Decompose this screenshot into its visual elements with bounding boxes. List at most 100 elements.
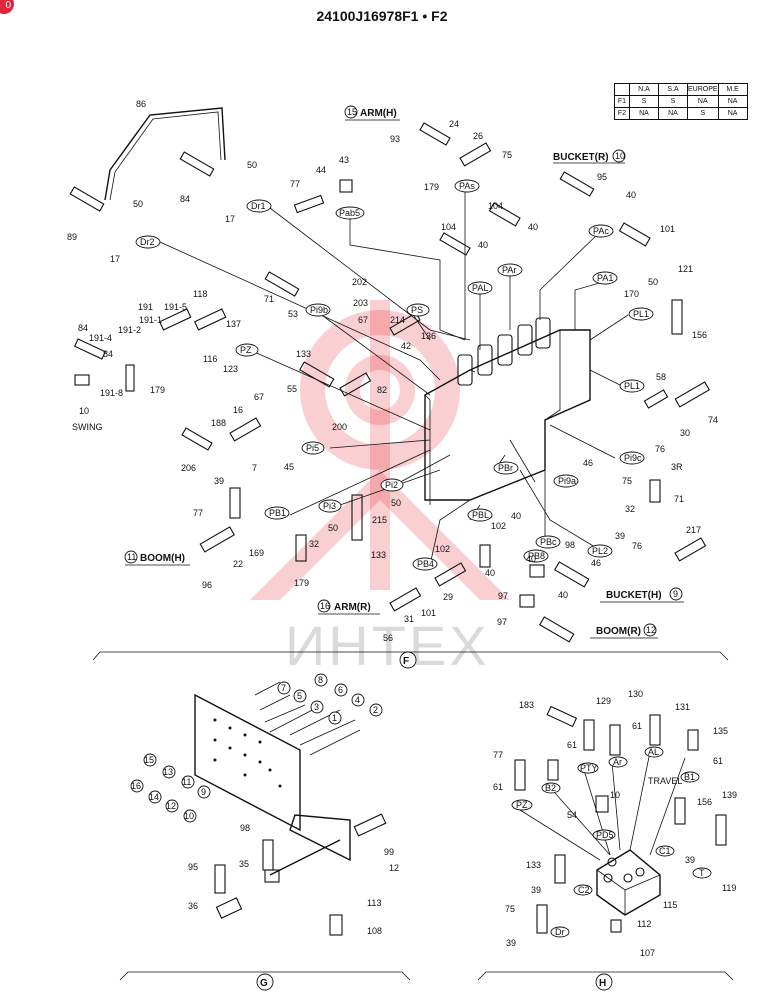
svg-text:50: 50 [133, 199, 143, 209]
corner-badge: 0 [0, 0, 14, 14]
svg-text:67: 67 [358, 315, 368, 325]
svg-text:40: 40 [626, 190, 636, 200]
svg-text:39: 39 [615, 531, 625, 541]
svg-text:10: 10 [184, 811, 194, 821]
svg-text:123: 123 [223, 364, 238, 374]
port-label: PL2 [592, 546, 608, 556]
port-label: PBr [498, 463, 513, 473]
svg-text:AL: AL [648, 747, 659, 757]
section-h-valve [514, 705, 727, 934]
svg-text:118: 118 [193, 289, 207, 299]
svg-text:115: 115 [663, 900, 677, 910]
svg-text:95: 95 [597, 172, 607, 182]
svg-text:82: 82 [377, 385, 387, 395]
svg-text:179: 179 [150, 385, 165, 395]
svg-text:10: 10 [79, 406, 89, 416]
svg-text:40: 40 [485, 568, 495, 578]
section-g-brace [119, 971, 411, 981]
svg-text:16: 16 [320, 601, 330, 611]
svg-text:BOOM(R): BOOM(R) [596, 626, 641, 637]
svg-text:77: 77 [290, 179, 300, 189]
watermark-text: ИНТЕХ [285, 614, 490, 677]
svg-text:39: 39 [214, 476, 224, 486]
svg-text:40: 40 [511, 511, 521, 521]
part-numbers-g: 7 8 6 5 4 3 1 2 15 13 16 14 11 9 12 10 9… [130, 673, 399, 936]
svg-text:71: 71 [264, 294, 274, 304]
svg-text:C1: C1 [659, 846, 671, 856]
svg-text:53: 53 [288, 309, 298, 319]
svg-text:G: G [260, 978, 268, 989]
svg-text:86: 86 [136, 99, 146, 109]
port-label: Pi2 [385, 480, 398, 490]
fittings-f [69, 122, 710, 643]
svg-text:101: 101 [660, 224, 675, 234]
port-label: PBL [472, 510, 489, 520]
svg-text:135: 135 [713, 726, 728, 736]
svg-text:50: 50 [648, 277, 658, 287]
port-label: Pi9c [624, 453, 642, 463]
part-numbers-f: 86 84 17 50 89 17 50 84 84 77 44 43 93 2… [67, 99, 718, 643]
svg-text:30: 30 [680, 428, 690, 438]
svg-text:44: 44 [316, 165, 326, 175]
svg-text:32: 32 [625, 504, 635, 514]
part-numbers-h: 183 129 130 131 135 77 61 61 61 61 B2 Ar… [493, 689, 737, 958]
svg-text:31: 31 [404, 614, 414, 624]
svg-text:97: 97 [497, 617, 507, 627]
svg-text:55: 55 [287, 384, 297, 394]
svg-text:16: 16 [131, 781, 141, 791]
section-h-brace [477, 971, 734, 981]
svg-text:77: 77 [493, 750, 503, 760]
svg-text:3: 3 [314, 702, 319, 712]
port-labels: Dr1 Dr2 Pab5 PAs PAr PAL PAc PA1 PL1 PL1… [135, 179, 654, 571]
svg-text:67: 67 [254, 392, 264, 402]
svg-text:42: 42 [401, 341, 411, 351]
section-g-plate [194, 681, 387, 936]
svg-text:10: 10 [610, 790, 620, 800]
spec-table: N.A S.A EUROPE M.E F1 S S NA NA F2 NA NA… [614, 83, 748, 120]
svg-text:40: 40 [526, 554, 536, 564]
svg-text:9: 9 [673, 589, 678, 599]
svg-text:14: 14 [149, 792, 159, 802]
svg-text:B2: B2 [545, 783, 556, 793]
port-label: PA1 [597, 273, 613, 283]
svg-text:84: 84 [180, 194, 190, 204]
svg-text:BOOM(H): BOOM(H) [140, 553, 185, 564]
svg-text:113: 113 [367, 898, 381, 908]
svg-text:PZ: PZ [516, 800, 528, 810]
svg-text:61: 61 [713, 756, 723, 766]
svg-text:7: 7 [252, 463, 257, 473]
svg-text:22: 22 [233, 559, 243, 569]
svg-text:Ar: Ar [613, 757, 622, 767]
svg-text:TRAVEL: TRAVEL [648, 776, 682, 786]
svg-text:39: 39 [506, 938, 516, 948]
port-label: PL1 [624, 381, 640, 391]
watermark-logo [250, 300, 510, 600]
svg-text:6: 6 [338, 685, 343, 695]
svg-text:F: F [403, 656, 409, 667]
svg-text:137: 137 [226, 319, 241, 329]
svg-text:191: 191 [138, 302, 153, 312]
svg-text:108: 108 [367, 926, 382, 936]
svg-text:15: 15 [144, 755, 154, 765]
svg-text:71: 71 [674, 494, 684, 504]
svg-text:58: 58 [656, 372, 666, 382]
svg-text:84: 84 [78, 323, 88, 333]
svg-text:130: 130 [628, 689, 643, 699]
svg-text:2: 2 [373, 705, 378, 715]
svg-text:97: 97 [498, 591, 508, 601]
pipe-86 [104, 107, 226, 201]
svg-text:50: 50 [247, 160, 257, 170]
svg-text:5: 5 [297, 691, 302, 701]
svg-text:104: 104 [488, 201, 503, 211]
svg-text:133: 133 [526, 860, 541, 870]
svg-text:12: 12 [166, 801, 176, 811]
svg-text:74: 74 [708, 415, 718, 425]
svg-text:9: 9 [201, 787, 206, 797]
svg-text:96: 96 [202, 580, 212, 590]
port-label: Pab5 [339, 208, 360, 218]
svg-text:139: 139 [722, 790, 737, 800]
svg-text:24: 24 [449, 119, 459, 129]
svg-text:179: 179 [294, 578, 309, 588]
svg-text:76: 76 [655, 444, 665, 454]
